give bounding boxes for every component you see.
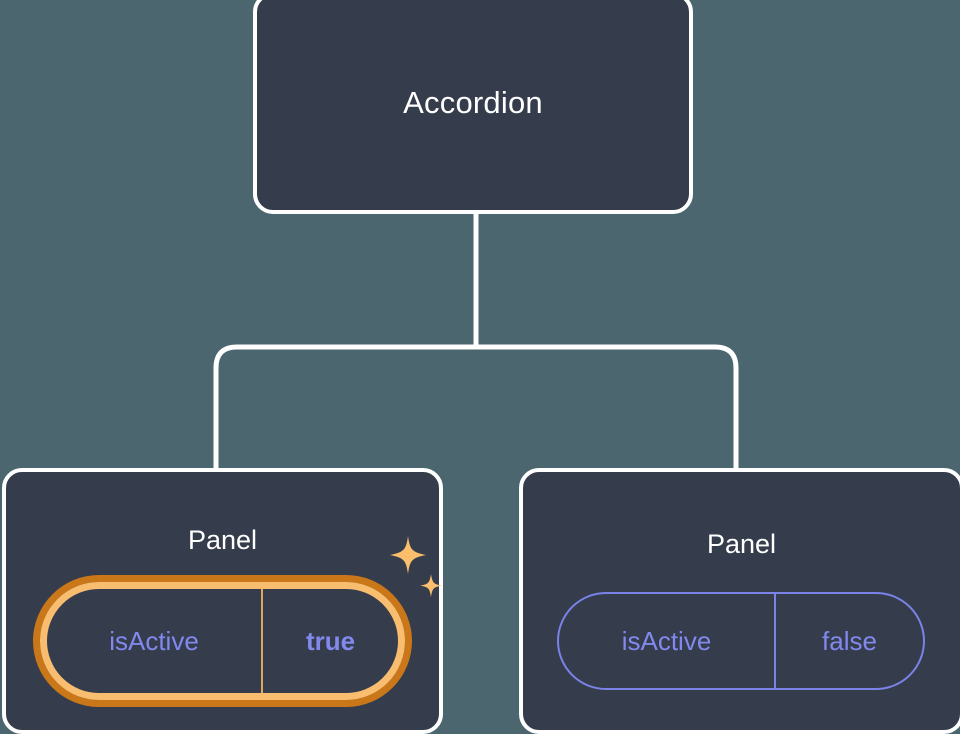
node-panel-right-label: Panel	[706, 529, 777, 559]
prop-pill-isactive-false[interactable]: isActive false	[557, 592, 925, 690]
prop-value: true	[261, 589, 398, 693]
prop-pill-isactive-true[interactable]: isActive true	[40, 582, 405, 700]
prop-value: false	[774, 594, 923, 688]
edge-split-bar	[213, 344, 739, 470]
prop-key: isActive	[621, 626, 712, 656]
node-panel-left-label: Panel	[187, 525, 258, 555]
prop-key: isActive	[109, 626, 199, 656]
node-accordion[interactable]: Accordion	[253, 0, 693, 214]
node-accordion-label: Accordion	[403, 85, 543, 120]
